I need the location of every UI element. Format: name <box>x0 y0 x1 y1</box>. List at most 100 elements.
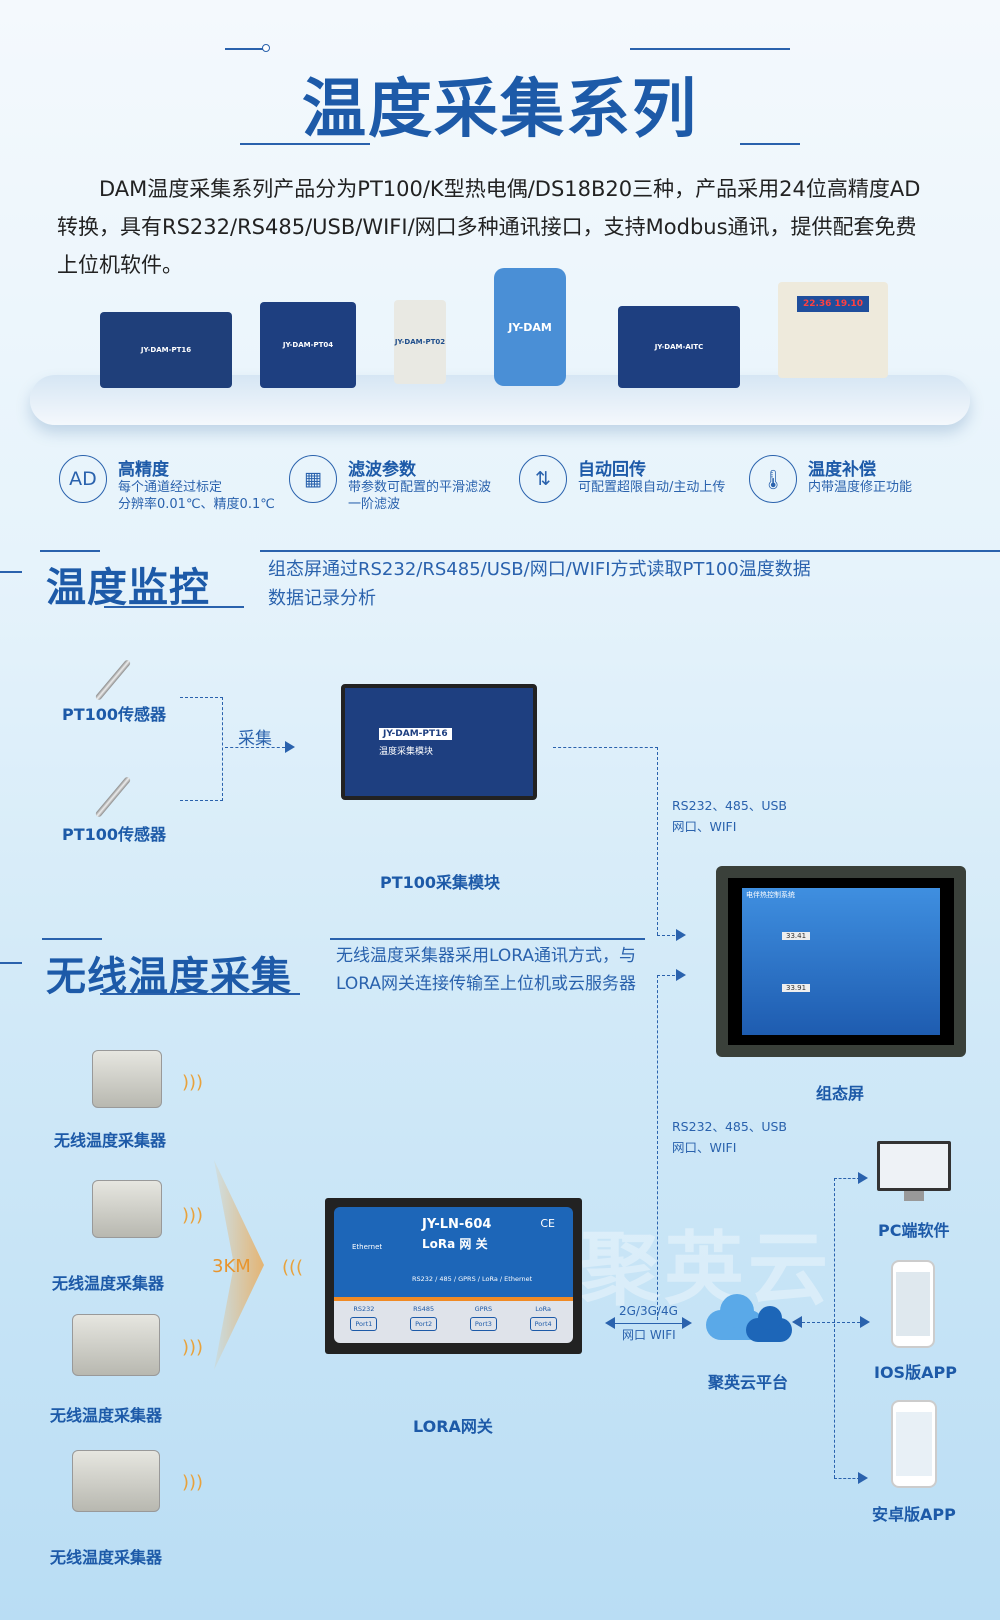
desc-line: 带参数可配置的平滑滤波 <box>348 480 492 495</box>
feature-desc: 内带温度修正功能 <box>808 479 912 496</box>
deco-line <box>0 962 22 964</box>
arrow-right-icon <box>858 1172 868 1184</box>
product-display: 22.36 19.10 <box>778 282 888 378</box>
product-pt04: JY-DAM-PT04 <box>260 302 356 388</box>
connector <box>180 800 223 801</box>
deco-line <box>40 550 100 552</box>
connector <box>222 697 223 801</box>
signal-icon: ))) <box>182 1205 204 1226</box>
feature-title: 自动回传 <box>578 460 646 480</box>
gateway-label: LORA网关 <box>413 1417 493 1436</box>
ce-mark: CE <box>540 1217 555 1230</box>
desc-line: 内带温度修正功能 <box>808 480 913 495</box>
arrow-right-icon <box>676 929 686 941</box>
deco-line <box>740 143 800 145</box>
cloud-label: 聚英云平台 <box>708 1373 789 1392</box>
hmi-screen: 电伴热控制系统 33.41 33.91 <box>716 866 966 1057</box>
deco-line <box>100 993 300 995</box>
gateway-model: JY-LN-604 <box>422 1217 492 1232</box>
arrow-right-icon <box>682 1317 692 1329</box>
link-line: RS232、485、USB <box>672 798 787 813</box>
deco-line <box>240 143 370 145</box>
arrow-right-icon <box>676 969 686 981</box>
intro-text: DAM温度采集系列产品分为PT100/K型热电偶/DS18B20三种，产品采用2… <box>57 177 921 277</box>
signal-icon: ))) <box>182 1472 204 1493</box>
product-label: JY-DAM-PT04 <box>282 341 334 349</box>
connector <box>834 1478 860 1479</box>
pc-monitor-icon <box>877 1141 951 1191</box>
filter-icon: ▦ <box>289 455 337 503</box>
product-pt16: JY-DAM-PT16 <box>100 312 232 388</box>
monitor-desc: 组态屏通过RS232/RS485/USB/网口/WIFI方式读取PT100温度数… <box>268 555 811 613</box>
product-dam: JY-DAM <box>494 268 566 386</box>
gateway-name: LoRa 网 关 <box>422 1237 488 1251</box>
connector <box>657 975 675 976</box>
ios-phone-icon <box>891 1260 935 1348</box>
connector <box>834 1178 835 1478</box>
connector <box>180 697 223 698</box>
port-name: Port2 <box>410 1317 438 1331</box>
pc-label: PC端软件 <box>878 1221 950 1240</box>
port-label: GPRS <box>474 1305 493 1313</box>
pc-stand <box>904 1191 924 1201</box>
sensor-label: PT100传感器 <box>62 705 167 724</box>
hmi-label: 组态屏 <box>816 1084 865 1103</box>
connector <box>225 747 285 748</box>
product-label: JY-DAM-AITC <box>654 343 704 351</box>
port-label: RS485 <box>413 1305 435 1313</box>
port-name: Port3 <box>469 1317 497 1331</box>
ios-label: IOS版APP <box>874 1363 957 1382</box>
feature-precision: AD 高精度 每个通道经过标定分辨率0.01℃、精度0.1℃ <box>59 455 279 515</box>
desc-line: 无线温度采集器采用LORA通讯方式，与 <box>336 946 636 966</box>
section-title-wireless: 无线温度采集 <box>46 954 292 1000</box>
arrow-right-icon <box>858 1472 868 1484</box>
connector <box>657 747 658 935</box>
connector <box>615 1323 682 1324</box>
product-label: JY-DAM <box>508 320 552 334</box>
feature-desc: 可配置超限自动/主动上传 <box>578 479 725 496</box>
desc-line: 数据记录分析 <box>268 588 376 609</box>
product-label: JY-DAM-PT02 <box>394 338 446 346</box>
desc-line: 可配置超限自动/主动上传 <box>578 480 726 495</box>
android-phone-icon <box>891 1400 937 1488</box>
ethernet-label: Ethernet <box>352 1243 383 1251</box>
arrow-left-icon <box>605 1317 615 1329</box>
wireless-sensor-label: 无线温度采集器 <box>52 1274 165 1293</box>
page-title: 温度采集系列 <box>302 73 698 147</box>
android-label: 安卓版APP <box>872 1505 956 1524</box>
hmi-temp-2: 33.91 <box>782 984 811 992</box>
link-line: 网口、WIFI <box>672 819 737 834</box>
gateway-ifaces: RS232 / 485 / GPRS / LoRa / Ethernet <box>412 1275 533 1283</box>
watermark: 聚英云 <box>580 1223 832 1316</box>
port-label: LoRa <box>535 1305 552 1313</box>
hmi-title: 电伴热控制系统 <box>746 891 795 899</box>
port-label: RS232 <box>353 1305 375 1313</box>
desc-line: 每个通道经过标定 <box>118 480 223 495</box>
deco-line <box>42 938 102 940</box>
feature-title: 温度补偿 <box>808 460 876 480</box>
deco-line <box>225 48 265 50</box>
feature-title: 滤波参数 <box>348 460 416 480</box>
wireless-sensor-device <box>72 1450 160 1512</box>
upload-icon: ⇅ <box>519 455 567 503</box>
feature-desc: 带参数可配置的平滑滤波一阶滤波 <box>348 479 491 513</box>
gateway-port: GPRS Port3 <box>469 1305 497 1343</box>
connector <box>657 975 658 1320</box>
product-label: JY-DAM-PT16 <box>140 346 192 354</box>
wireless-sensor-device <box>72 1314 160 1376</box>
pt100-probe-icon <box>94 775 132 819</box>
net-label: 网口 WIFI <box>622 1328 676 1342</box>
distance-label: 3KM <box>212 1256 251 1277</box>
feature-upload: ⇅ 自动回传 可配置超限自动/主动上传 <box>519 455 739 515</box>
cloud-icon <box>706 1292 792 1342</box>
link-line: RS232、485、USB <box>672 1119 787 1134</box>
wireless-sensor-label: 无线温度采集器 <box>54 1131 167 1150</box>
section-title-monitor: 温度监控 <box>46 565 210 611</box>
arrow-right-icon <box>860 1316 870 1328</box>
module-sub: 温度采集模块 <box>379 747 434 757</box>
pt100-module: JY-DAM-PT16 温度采集模块 <box>341 684 537 800</box>
